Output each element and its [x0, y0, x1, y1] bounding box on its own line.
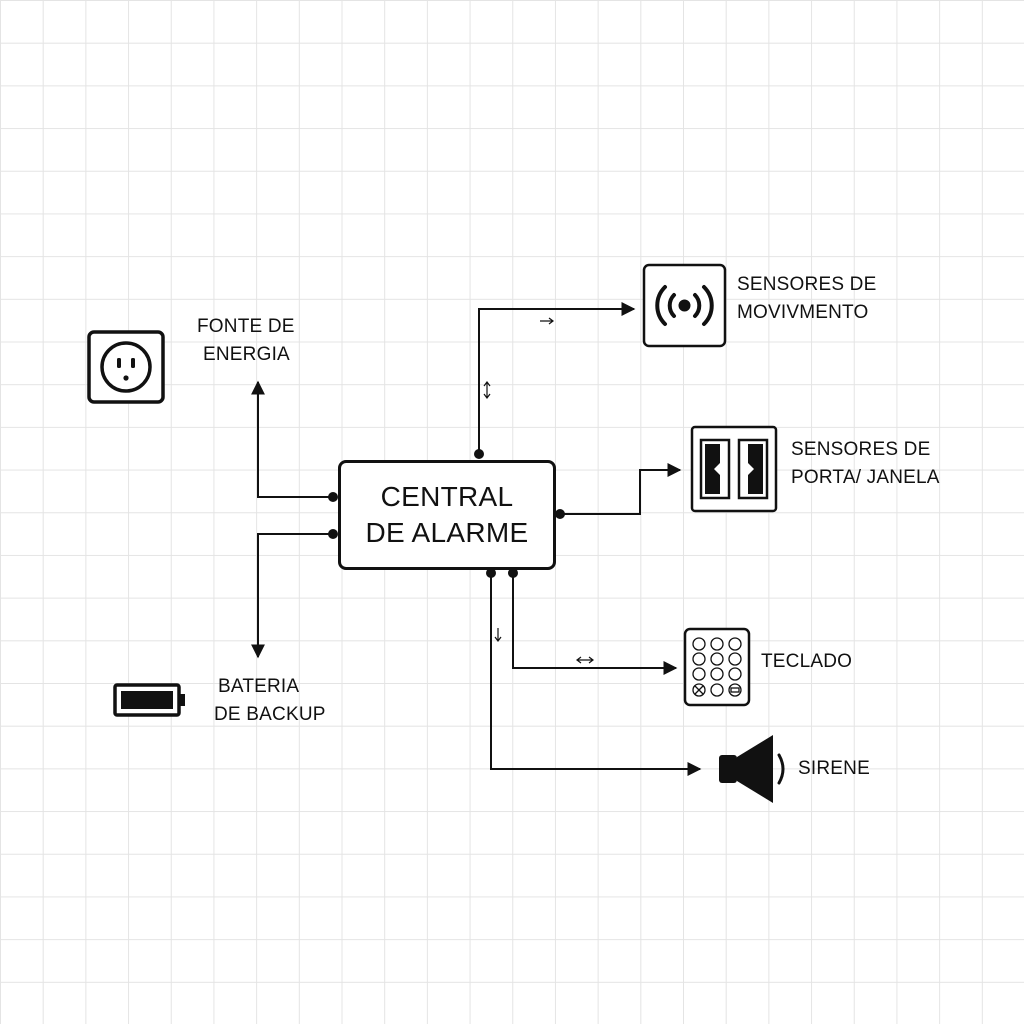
central-label-line2: DE ALARME: [365, 517, 529, 548]
keypad-icon: [683, 627, 751, 707]
power-outlet-icon: [87, 330, 165, 404]
fonte-label: FONTE DE ENERGIA: [197, 316, 295, 365]
teclado-label: TECLADO: [761, 651, 853, 672]
battery-node[interactable]: [112, 682, 188, 718]
connector-dot: [555, 509, 565, 519]
door-window-sensor-icon: [690, 425, 778, 513]
direction-arrow-icon: [540, 317, 554, 325]
motion-sensor-icon: [642, 263, 727, 348]
bateria-label: BATERIA DE BACKUP: [214, 676, 326, 725]
direction-arrow-icon: [483, 381, 491, 399]
door-window-sensor-node[interactable]: [690, 425, 778, 513]
central-label-line1: CENTRAL: [380, 481, 514, 512]
siren-speaker-icon: [719, 735, 785, 803]
line-fonte: [251, 380, 333, 498]
line-teclado: [512, 573, 678, 675]
line-sirene: [490, 573, 702, 776]
line-bateria: [251, 533, 333, 659]
connector-dot: [508, 568, 518, 578]
sirene-label: SIRENE: [798, 758, 870, 779]
connector-dot: [474, 449, 484, 459]
connector-dot: [328, 492, 338, 502]
motion-sensor-node[interactable]: [642, 263, 727, 348]
connector-dot: [328, 529, 338, 539]
movimento-label: SENSORES DE MOVIVMENTO: [737, 274, 877, 323]
porta-label: SENSORES DE PORTA/ JANELA: [791, 439, 940, 488]
power-outlet-node[interactable]: [87, 330, 165, 404]
line-porta: [560, 463, 682, 515]
direction-arrow-icon: [576, 656, 594, 664]
line-movimento: [478, 302, 636, 454]
keypad-node[interactable]: [683, 627, 751, 707]
direction-arrow-icon: [494, 628, 502, 642]
connector-dot: [486, 568, 496, 578]
siren-node[interactable]: [717, 733, 787, 805]
alarm-central-box[interactable]: CENTRAL DE ALARME: [338, 460, 556, 570]
battery-icon: [113, 683, 185, 717]
